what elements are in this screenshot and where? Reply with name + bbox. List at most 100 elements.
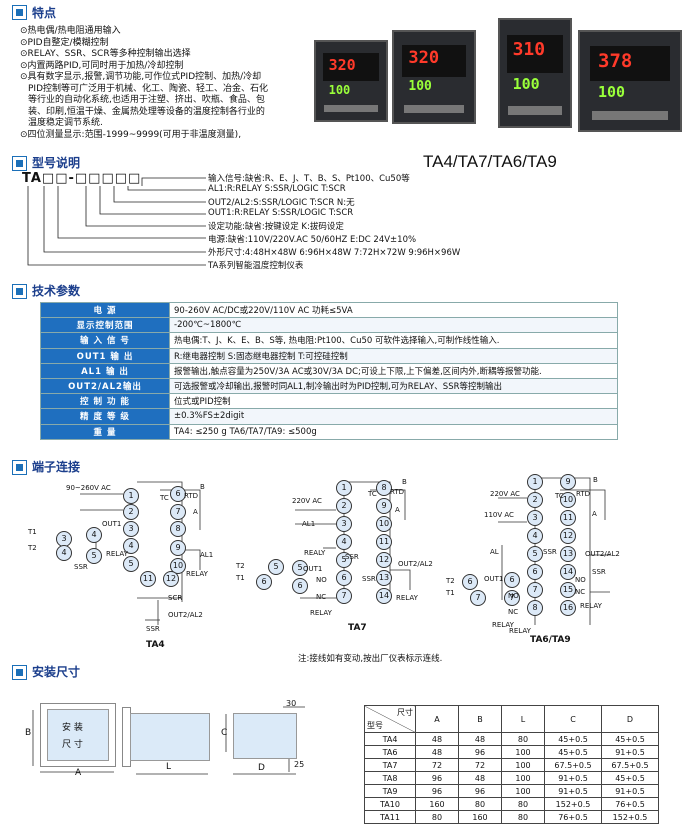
wiring-label: OUT2/AL2 <box>398 560 433 568</box>
terminal: 5 <box>336 552 352 568</box>
feature-item: ⊙内置两路PID,可同时用于加热/冷却控制 <box>20 60 184 71</box>
feature-item: 等行业的自动化系统,也适用于注塑、挤出、吹瓶、食品、包 <box>28 95 265 105</box>
feature-item: PID控制等可广泛用于机械、化工、陶瓷、轻工、冶金、石化 <box>28 83 269 94</box>
spec-row: OUT2/AL2输出可选报警或冷却输出,报警时同AL1,制冷输出时为PID控制,… <box>40 377 618 395</box>
table-cell: 76+0.5 <box>601 797 659 811</box>
table-cell: 45+0.5 <box>601 771 659 785</box>
dim-label-a: A <box>75 768 82 778</box>
wiring-label: SSR <box>146 625 160 633</box>
terminal: 8 <box>376 480 392 496</box>
controller-photo-ta7: 320 100 <box>392 30 476 124</box>
terminal: 4 <box>86 527 102 543</box>
wiring-label: RELAY <box>492 621 514 629</box>
wiring-label: RTD <box>576 490 591 498</box>
table-cell: 152+0.5 <box>544 797 602 811</box>
model-line: OUT1:R:RELAY S:SSR/LOGIC T:SCR <box>208 208 354 218</box>
terminal: 5 <box>268 559 284 575</box>
section-title-model: 型号说明 <box>32 156 81 170</box>
terminal: 7 <box>470 590 486 606</box>
wiring-label: TC <box>160 494 169 502</box>
controller-photo-ta6: 310 100 <box>498 18 572 128</box>
wiring-label: SSR <box>543 548 557 556</box>
terminal: 3 <box>56 531 72 547</box>
wiring-label: AL1 <box>302 520 316 528</box>
terminal: 3 <box>336 516 352 532</box>
wiring-label: B <box>593 476 598 484</box>
feature-item: ⊙四位测量显示:范围-1999~9999(可用于非温度测量), <box>20 129 242 140</box>
table-cell: 80 <box>458 797 502 811</box>
feature-item: ⊙热电偶/热电阻通用输入 <box>20 26 121 36</box>
pv-display: 320 <box>408 48 440 69</box>
terminal: 10 <box>170 558 186 574</box>
spec-value: R:继电器控制 S:固态继电器控制 T:可控硅控制 <box>169 347 618 364</box>
model-cell: TA6 <box>364 745 416 759</box>
wiring-label: RELAY <box>310 609 332 617</box>
wiring-label: B <box>200 483 205 491</box>
wiring-label: NO <box>316 576 327 584</box>
wiring-label: A <box>395 506 400 514</box>
front-view-label: 尺 寸 <box>62 740 83 750</box>
terminal: 7 <box>336 588 352 604</box>
table-cell: 152+0.5 <box>601 810 659 824</box>
terminal: 6 <box>170 486 186 502</box>
spec-key: OUT1 输 出 <box>40 347 170 364</box>
terminal: 14 <box>376 588 392 604</box>
wiring-label: T1 <box>236 574 245 582</box>
column-header: L <box>501 705 545 733</box>
column-header: D <box>601 705 659 733</box>
wiring-label: 110V AC <box>484 511 514 519</box>
section-icon <box>12 156 27 171</box>
wiring-label: RELAY <box>580 602 602 610</box>
dimension-header-row: 尺寸 型号 A B L C D <box>364 705 659 733</box>
spec-key: 重 量 <box>40 423 170 440</box>
terminal: 9 <box>376 498 392 514</box>
spec-value: TA4: ≤250 g TA6/TA7/TA9: ≤500g <box>169 423 618 440</box>
feature-item: ⊙具有数字显示,报警,调节功能,可作位式PID控制、加热/冷却 <box>20 72 262 82</box>
wiring-label: T2 <box>28 544 37 552</box>
wiring-label: RELAY <box>186 570 208 578</box>
terminal: 5 <box>292 560 308 576</box>
terminal: 6 <box>336 570 352 586</box>
dimension-corner-cell: 尺寸 型号 <box>364 705 416 733</box>
table-cell: 91+0.5 <box>544 771 602 785</box>
wiring-label: NC <box>575 588 586 596</box>
sv-display: 100 <box>598 82 626 101</box>
terminal: 6 <box>527 564 543 580</box>
table-cell: 80 <box>501 810 545 824</box>
terminal: 12 <box>560 528 576 544</box>
model-series-title: TA4/TA7/TA6/TA9 <box>423 152 557 171</box>
table-cell: 45+0.5 <box>601 732 659 746</box>
table-cell: 72 <box>415 758 459 772</box>
model-line: 输入信号:缺省:R、E、J、T、B、S、Pt100、Cu50等 <box>208 174 410 184</box>
spec-key: 输 入 信 号 <box>40 332 170 349</box>
terminal: 6 <box>462 574 478 590</box>
dim-label-d: D <box>258 763 265 773</box>
terminal: 3 <box>527 510 543 526</box>
table-cell: 80 <box>501 797 545 811</box>
column-header: C <box>544 705 602 733</box>
wiring-label: T2 <box>236 562 245 570</box>
terminal: 1 <box>336 480 352 496</box>
table-cell: 80 <box>415 810 459 824</box>
section-icon <box>12 284 27 299</box>
feature-item: ⊙PID自整定/模糊控制 <box>20 37 109 48</box>
sv-display: 100 <box>512 75 540 94</box>
table-cell: 72 <box>458 758 502 772</box>
table-cell: 48 <box>415 732 459 746</box>
section-title-install: 安装尺寸 <box>32 665 81 679</box>
table-cell: 91+0.5 <box>544 784 602 798</box>
wiring-label: NO <box>575 576 586 584</box>
terminal: 6 <box>292 578 308 594</box>
table-cell: 100 <box>501 745 545 759</box>
section-icon <box>12 460 27 475</box>
wiring-label: 90~260V AC <box>66 484 111 492</box>
spec-value: 可选报警或冷却输出,报警时同AL1,制冷输出时为PID控制,可为RELAY、SS… <box>169 377 618 395</box>
